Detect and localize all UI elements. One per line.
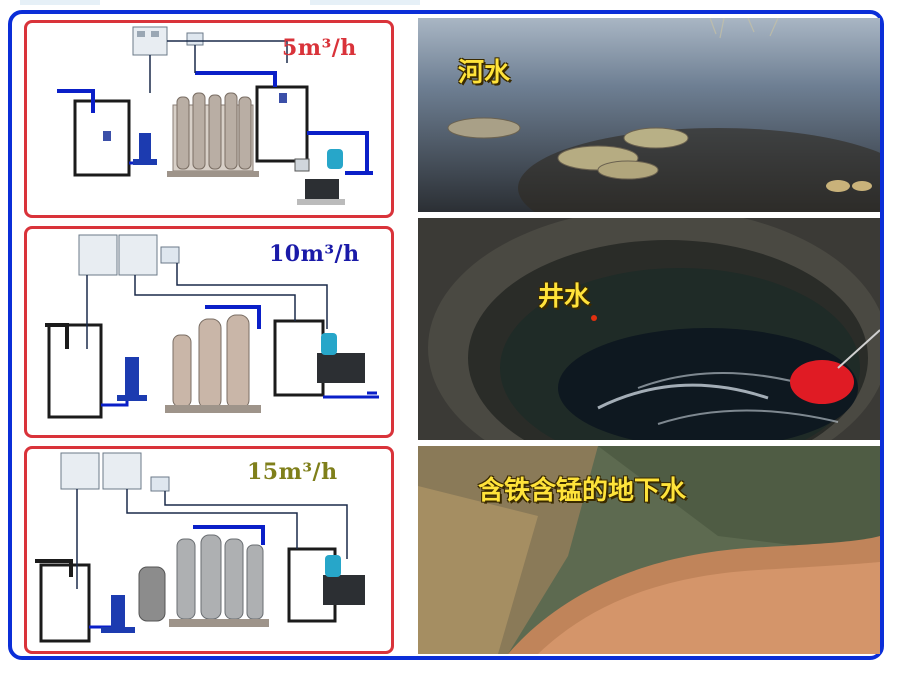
capacity-label: 5m³/h bbox=[282, 35, 357, 61]
lily-pad bbox=[447, 117, 521, 139]
control-box bbox=[118, 234, 158, 276]
treatment-diagram bbox=[35, 452, 365, 643]
top-strip bbox=[0, 0, 900, 8]
system-panel-10: 10m³/h bbox=[24, 226, 394, 438]
control-box bbox=[150, 476, 170, 492]
raw-water-tank bbox=[73, 99, 131, 177]
top-band bbox=[20, 0, 100, 5]
lily-pad bbox=[597, 160, 659, 180]
source-label: 含铁含锰的地下水 bbox=[478, 476, 687, 506]
top-band bbox=[310, 0, 420, 5]
control-box bbox=[78, 234, 118, 276]
pump bbox=[139, 133, 151, 161]
source-label: 河水 bbox=[458, 58, 511, 88]
clear-water-tank bbox=[273, 319, 325, 397]
raw-water-tank bbox=[39, 563, 91, 643]
capacity-label: 15m³/h bbox=[247, 459, 338, 485]
source-label: 井水 bbox=[538, 282, 591, 312]
groundwater-photo: 含铁含锰的地下水 bbox=[418, 446, 880, 654]
control-box bbox=[60, 452, 100, 490]
float-ball bbox=[790, 360, 854, 404]
system-panel-5: 5m³/h bbox=[24, 20, 394, 218]
raw-water-tank bbox=[47, 323, 103, 419]
river-water-photo: 河水 bbox=[418, 18, 880, 212]
system-panel-15: 15m³/h bbox=[24, 446, 394, 654]
treatment-diagram bbox=[45, 234, 379, 419]
treatment-diagram bbox=[57, 26, 373, 205]
control-box bbox=[186, 32, 204, 46]
control-box bbox=[102, 452, 142, 490]
booster-pump bbox=[317, 353, 365, 383]
control-box bbox=[160, 246, 180, 264]
booster-pump bbox=[305, 179, 339, 201]
lily-pad bbox=[623, 127, 689, 149]
pump bbox=[111, 595, 125, 629]
pump bbox=[125, 357, 139, 397]
booster-pump bbox=[323, 575, 365, 605]
clear-water-tank bbox=[255, 85, 309, 163]
capacity-label: 10m³/h bbox=[269, 241, 360, 267]
well-water-photo: 井水 bbox=[418, 218, 880, 440]
pre-filter bbox=[138, 566, 166, 622]
